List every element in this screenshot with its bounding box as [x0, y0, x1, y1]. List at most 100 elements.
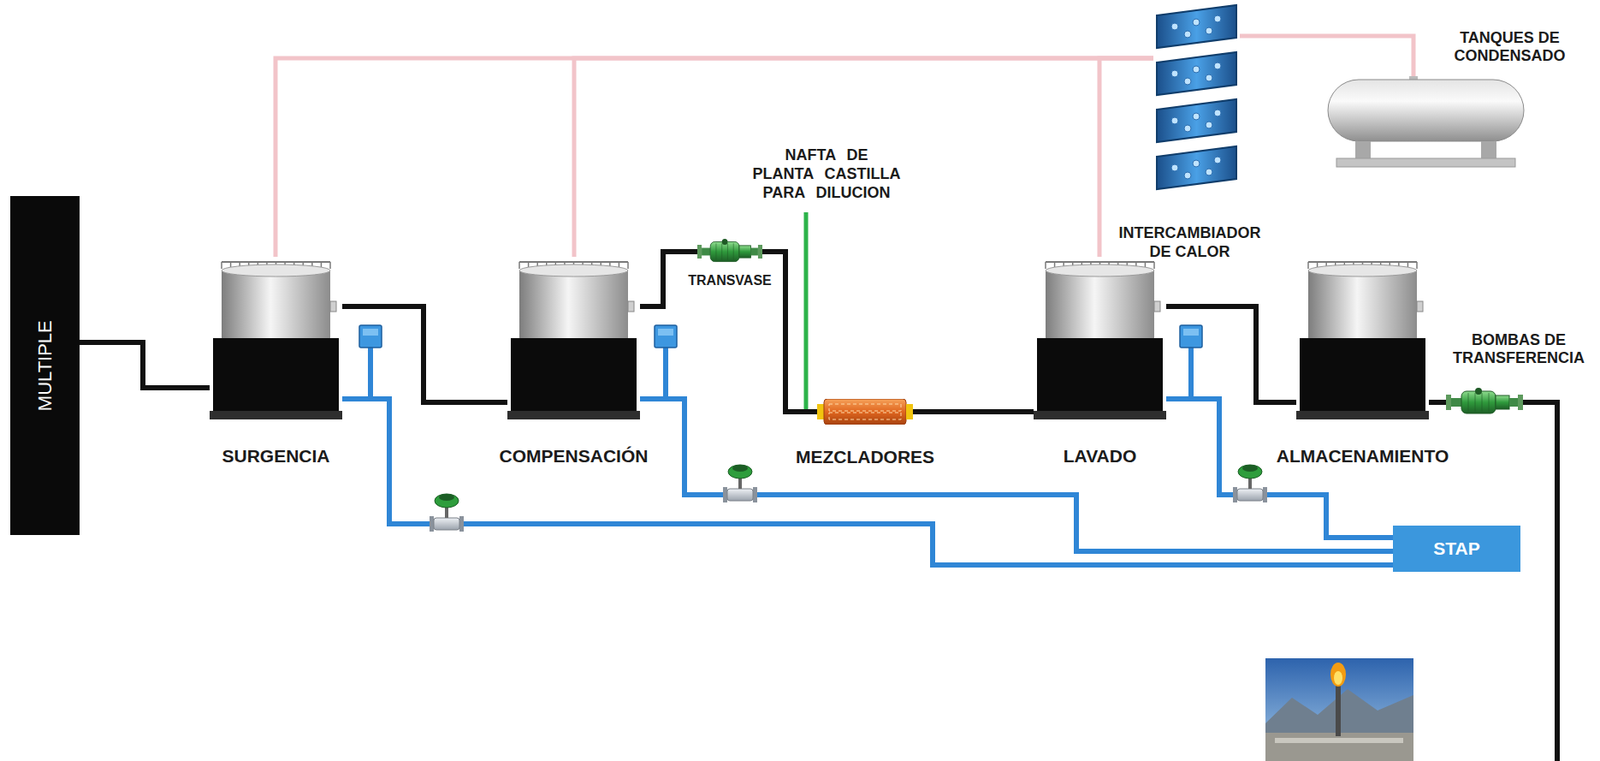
condensate-drop — [1184, 30, 1192, 38]
shape-outline — [1445, 386, 1523, 418]
outlet-box-inner — [657, 328, 674, 336]
exchanger-plate — [1156, 5, 1237, 48]
condensate-drop — [1214, 15, 1221, 23]
tank-foundation — [209, 410, 343, 420]
outlet-box-inner — [1183, 328, 1199, 336]
shape-outline — [209, 256, 343, 420]
oil-pipe — [342, 306, 508, 403]
water-stub — [663, 347, 669, 399]
mixer-end — [817, 403, 824, 420]
condensate-drop — [1192, 112, 1200, 120]
tank-roof — [221, 264, 331, 277]
pump-rib — [727, 242, 729, 261]
control-valve — [1232, 464, 1268, 503]
condensate-drop — [1171, 164, 1179, 172]
condensate-drop — [1184, 124, 1192, 132]
tank-nozzle — [1154, 301, 1161, 312]
pump-nozzle — [750, 248, 758, 256]
valve-cap — [438, 493, 455, 501]
node-heading: INTERCAMBIADOR DE CALOR — [1114, 224, 1267, 261]
node-heading: TANQUES DE CONDENSADO — [1450, 29, 1571, 66]
exchanger-plate — [1156, 146, 1237, 190]
shape-outline — [1153, 3, 1240, 194]
condensate-drop — [1205, 27, 1213, 35]
pump-rib — [1481, 392, 1483, 412]
node-heading: ALMACENAMIENTO — [1276, 444, 1449, 467]
flare-photo — [1265, 657, 1414, 761]
process-tank: COMPENSACIÓN — [507, 256, 640, 420]
tank-base — [1336, 158, 1516, 167]
exchanger-plate — [1156, 99, 1237, 143]
treatment-box: STAP — [1392, 525, 1521, 572]
vapor-pipe — [275, 58, 1154, 257]
pump-flange — [1517, 394, 1523, 410]
node-text: MULTIPLE — [33, 320, 56, 411]
mixer-element — [829, 412, 901, 420]
water-outlet-box — [1179, 325, 1203, 348]
pump-nozzle — [1509, 397, 1518, 407]
photo-sky — [1265, 657, 1414, 761]
pump-flange — [1445, 394, 1452, 410]
mixer-element — [829, 403, 901, 411]
photo-pad — [1274, 737, 1404, 743]
process-tank: SURGENCIA — [209, 256, 343, 420]
tank-nozzle — [628, 301, 635, 312]
railing-post — [627, 261, 629, 269]
condensate-drop — [1192, 18, 1200, 26]
oil-pipe — [1522, 402, 1558, 761]
condensate-drop — [1205, 74, 1213, 82]
railing-post — [1044, 261, 1047, 269]
tank-shell — [519, 270, 629, 341]
shape-outline — [697, 237, 763, 266]
valve-body — [433, 517, 460, 530]
condensate-drop — [1205, 121, 1213, 129]
vapor-pipe — [574, 58, 1154, 257]
tank-shell — [1327, 79, 1524, 142]
valve-body — [1237, 488, 1263, 501]
pump-nozzle — [1451, 397, 1462, 407]
valve-flange — [1232, 486, 1238, 503]
tank-nozzle — [1416, 301, 1423, 312]
flare-flame-core — [1333, 670, 1343, 685]
flare-stack — [1335, 684, 1341, 736]
tank-lower-band — [1037, 337, 1163, 411]
condensate-drop — [1214, 62, 1221, 70]
vapor-pipe — [1239, 35, 1414, 77]
control-valve — [429, 493, 464, 532]
pump-flange — [758, 244, 763, 259]
condensate-drop — [1171, 117, 1179, 125]
process-tank: ALMACENAMIENTO — [1296, 256, 1429, 420]
node-heading: COMPENSACIÓN — [499, 444, 649, 467]
railing-post — [1416, 261, 1418, 269]
transfer-pump: TRANSVASE — [697, 237, 763, 266]
water-stub — [1188, 347, 1194, 399]
valve-flange — [459, 515, 464, 532]
tank-roof — [1045, 264, 1155, 277]
valve-cap — [732, 464, 748, 472]
condensate-drop — [1171, 70, 1179, 78]
node-heading: SURGENCIA — [221, 444, 330, 467]
water-outlet-box — [654, 325, 677, 348]
flare-flame — [1330, 662, 1346, 687]
outlet-box — [654, 325, 677, 348]
oil-pipe — [1166, 306, 1297, 403]
mixer-end — [906, 403, 913, 420]
outlet-box-inner — [362, 328, 379, 336]
pump-casing — [1495, 395, 1510, 409]
shape-outline — [1321, 76, 1531, 169]
valve-actuator — [434, 493, 459, 508]
railing-post — [1153, 261, 1156, 269]
oil-pipe — [1428, 399, 1446, 405]
pump-rib — [733, 242, 735, 261]
tank-shell — [221, 270, 331, 341]
pump-rib — [1475, 392, 1476, 412]
tank-foundation — [507, 410, 640, 420]
water-pipe — [342, 398, 1393, 565]
node-heading: TRANSVASE — [687, 272, 772, 289]
mixer-body — [823, 398, 907, 425]
oil-pipe — [912, 408, 1034, 415]
tank-lower-band — [213, 337, 339, 411]
tank-lower-band — [1299, 337, 1426, 411]
